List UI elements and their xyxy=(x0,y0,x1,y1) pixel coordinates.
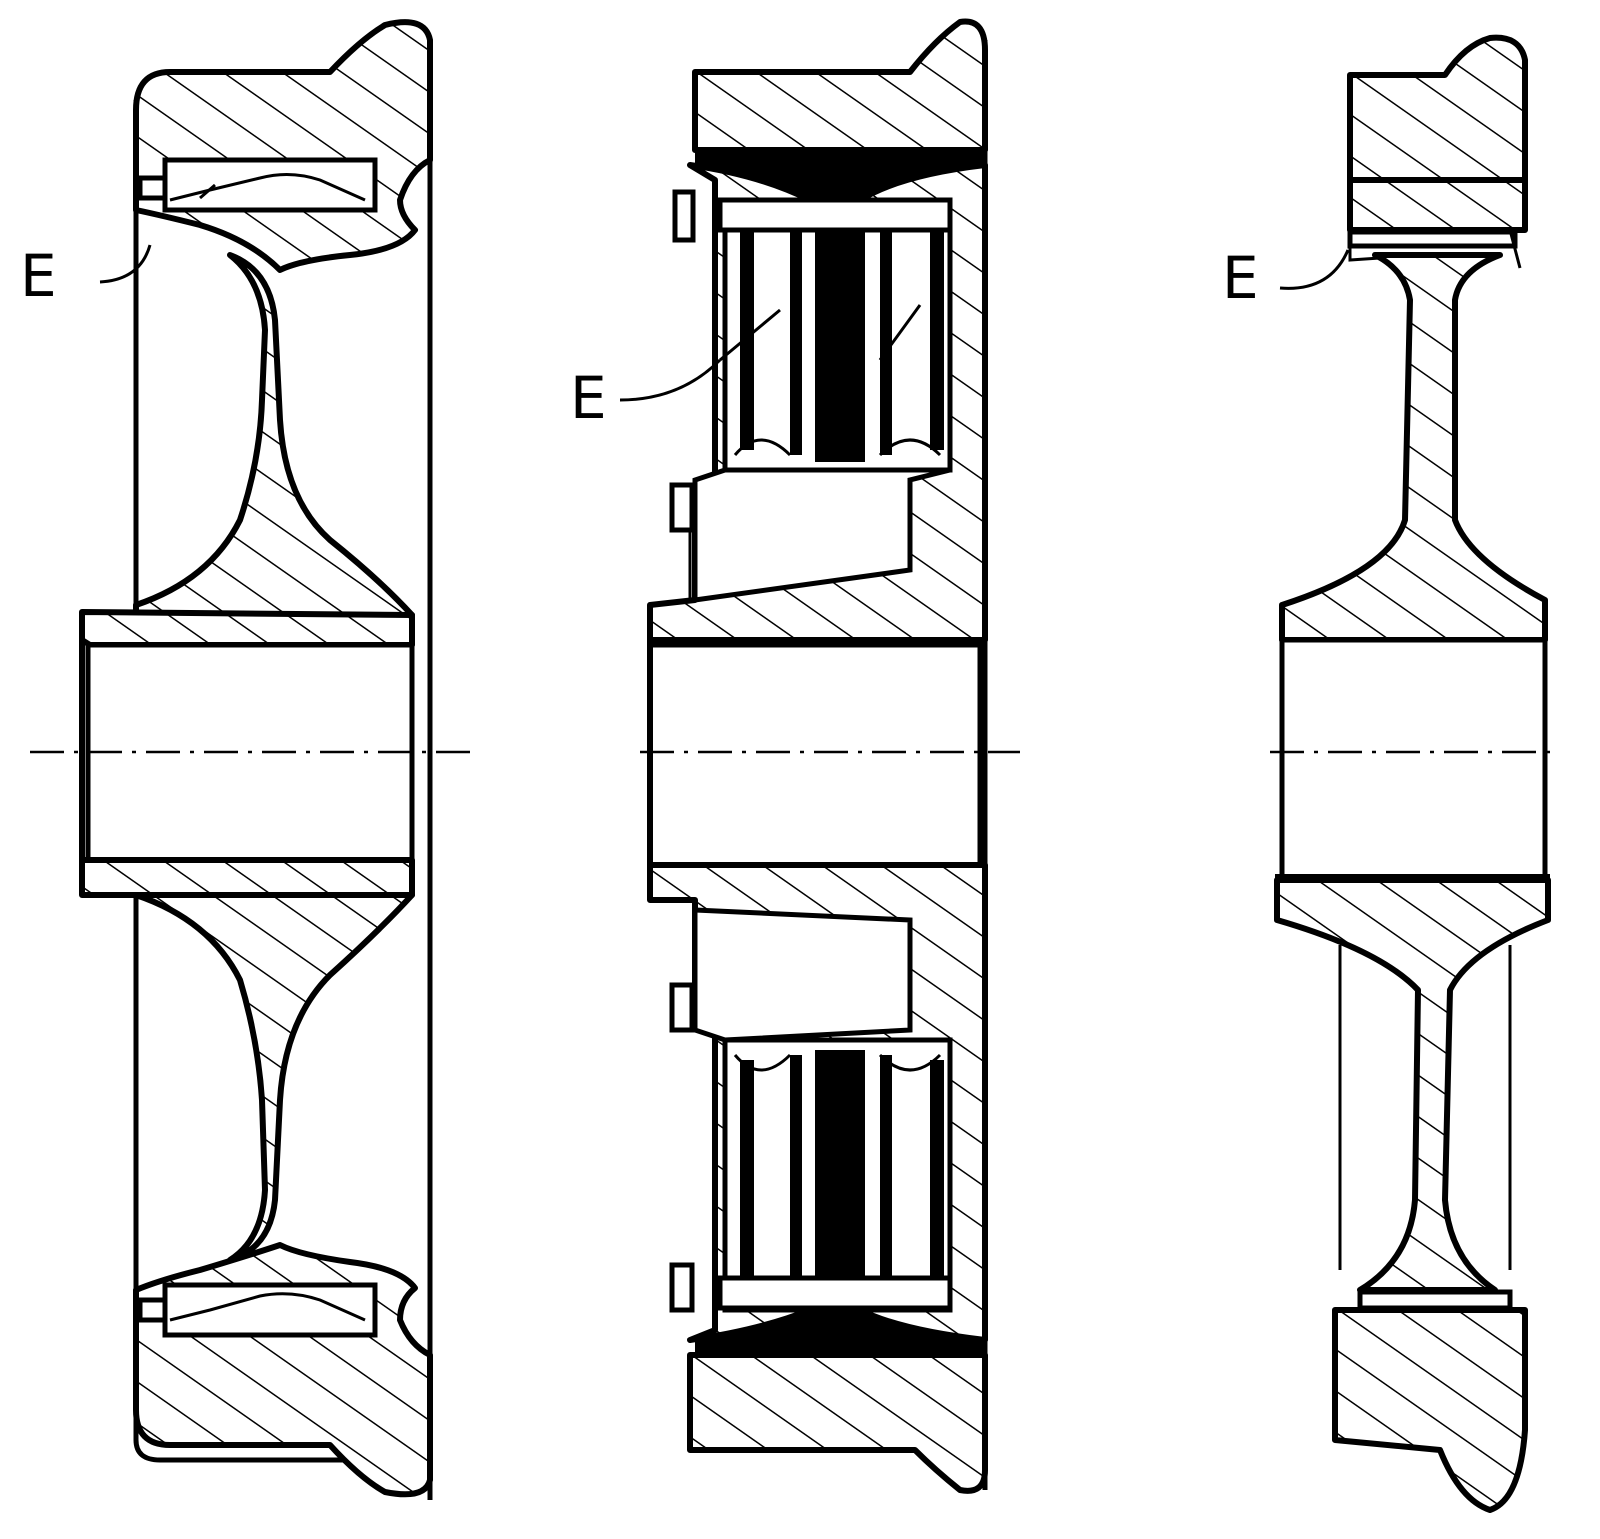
left-wheel-section: E xyxy=(20,19,480,1500)
left-upper-bolt xyxy=(137,175,168,201)
right-leader-line xyxy=(1279,249,1350,290)
middle-lower-seat xyxy=(695,1310,985,1355)
left-label-e: E xyxy=(20,242,57,310)
right-wheel-section: E xyxy=(1222,34,1560,1513)
left-upper-arrow xyxy=(199,183,216,200)
middle-lower-rubber-block xyxy=(815,1050,865,1305)
middle-upper-rubber-block xyxy=(815,200,865,462)
right-lower-bolt xyxy=(1357,1289,1513,1311)
left-upper-insert xyxy=(162,157,378,213)
left-upper-rim xyxy=(133,19,433,273)
left-hub-upper xyxy=(79,609,415,648)
left-lower-rim xyxy=(133,1242,433,1498)
middle-label-e: E xyxy=(570,364,607,432)
middle-upper-stud xyxy=(669,482,695,533)
left-leader-line xyxy=(99,244,152,284)
middle-lower-stud xyxy=(669,982,695,1033)
right-upper-bolt xyxy=(1347,229,1518,249)
middle-wheel-section: E xyxy=(570,18,1020,1494)
right-upper-rim xyxy=(1347,34,1528,183)
left-wheel-outline xyxy=(133,100,360,1463)
left-upper-web xyxy=(133,252,415,618)
middle-upper-seat xyxy=(695,150,985,200)
right-lower-rim xyxy=(1332,1307,1528,1513)
middle-lower-tyre xyxy=(687,1352,988,1494)
left-lower-bolt xyxy=(137,1297,168,1323)
right-lower-web xyxy=(1274,877,1551,1293)
middle-leader-line xyxy=(619,358,722,402)
middle-upper-bolt xyxy=(717,197,953,233)
middle-upper-tyre xyxy=(692,18,988,153)
right-label-e: E xyxy=(1222,244,1259,312)
middle-lower-bolt xyxy=(717,1275,953,1311)
middle-arrows xyxy=(719,304,922,362)
middle-bore xyxy=(647,642,983,868)
left-hub-lower xyxy=(79,857,415,898)
right-upper-web xyxy=(1279,252,1548,643)
right-bore xyxy=(1279,637,1548,883)
left-lower-web xyxy=(133,892,415,1263)
